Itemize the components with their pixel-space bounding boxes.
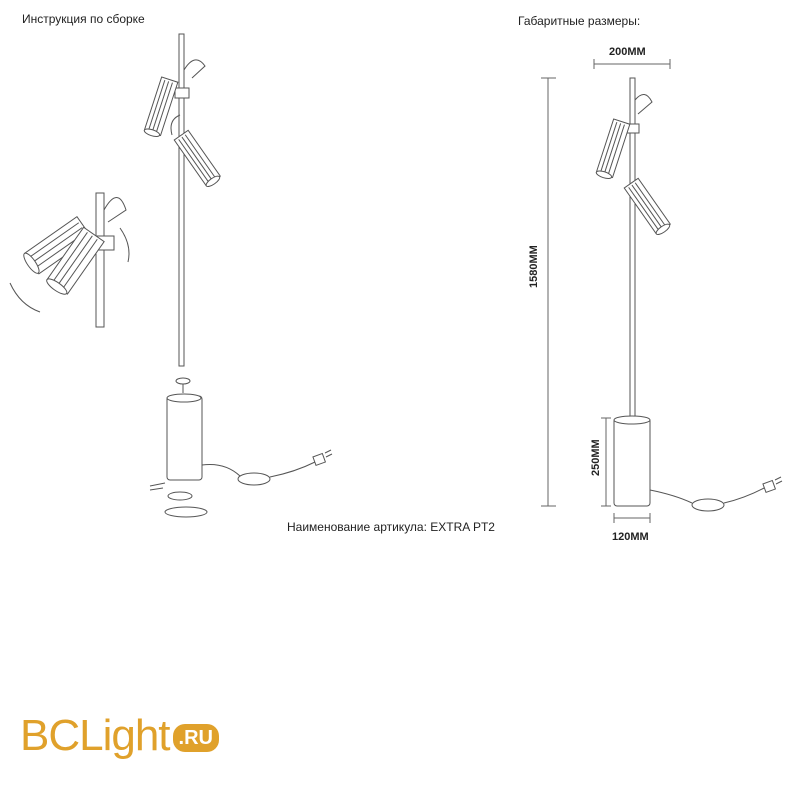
logo-badge: .RU: [172, 724, 219, 752]
dim-width-top: 200MM: [609, 46, 646, 58]
article-name: Наименование артикула: EXTRA PT2: [287, 520, 495, 534]
assembly-heading: Инструкция по сборке: [22, 12, 145, 26]
dimensions-heading: Габаритные размеры:: [518, 14, 641, 28]
assembly-lamp: [143, 33, 333, 518]
dim-width-base: 120MM: [612, 531, 649, 543]
dimension-lamp: [595, 77, 783, 512]
dimension-lines: [541, 59, 671, 523]
logo-text: BCLight: [20, 711, 171, 760]
assembly-detail: [9, 192, 130, 328]
bclight-logo: BCLight .RU: [20, 698, 219, 758]
